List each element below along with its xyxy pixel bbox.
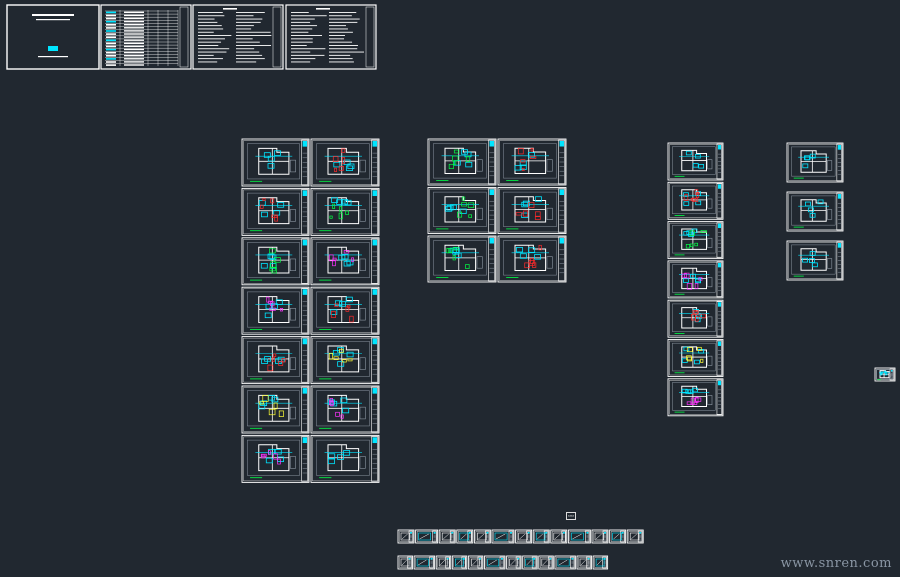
plan-sheet-c[interactable]: [667, 378, 724, 417]
plan-sheet-d[interactable]: [786, 142, 844, 183]
mini-sheet[interactable]: [874, 367, 896, 382]
detail-sheet-top[interactable]: [515, 529, 533, 544]
detail-sheet-top[interactable]: [491, 529, 515, 544]
plan-sheet-a[interactable]: [241, 385, 310, 434]
watermark-text: www.snren.com: [780, 556, 892, 571]
plan-sheet-c[interactable]: [667, 181, 724, 220]
plan-sheet-d[interactable]: [786, 240, 844, 281]
detail-sheet-bottom[interactable]: [467, 555, 484, 570]
plan-sheet-a[interactable]: [241, 187, 310, 236]
detail-sheet-top[interactable]: [550, 529, 568, 544]
plan-sheet-a[interactable]: [310, 237, 380, 286]
detail-sheet-bottom[interactable]: [554, 555, 576, 570]
plan-sheet-a[interactable]: [241, 434, 310, 483]
detail-sheet-bottom[interactable]: [576, 555, 592, 570]
plan-sheet-a[interactable]: [241, 336, 310, 385]
detail-sheet-bottom[interactable]: [522, 555, 538, 570]
plan-sheet-a[interactable]: [310, 138, 380, 187]
plan-sheet-b[interactable]: [497, 187, 567, 234]
plan-sheet-a[interactable]: [310, 187, 380, 236]
plan-sheet-c[interactable]: [667, 260, 724, 299]
detail-sheet-top[interactable]: [438, 529, 456, 544]
detail-sheet-bottom[interactable]: [506, 555, 522, 570]
detail-sheet-top[interactable]: [456, 529, 474, 544]
floating-view-label: ▭▭: [566, 512, 577, 520]
detail-sheet-top[interactable]: [567, 529, 591, 544]
plan-sheet-a[interactable]: [241, 237, 310, 286]
plan-sheet-a[interactable]: [310, 434, 380, 483]
detail-sheet-bottom[interactable]: [592, 555, 609, 570]
plan-sheet-c[interactable]: [667, 221, 724, 260]
detail-sheet-bottom[interactable]: [484, 555, 506, 570]
plan-sheet-b[interactable]: [427, 235, 497, 283]
plan-sheet-c[interactable]: [667, 299, 724, 338]
detail-sheet-bottom[interactable]: [451, 555, 468, 570]
plan-sheet-a[interactable]: [310, 336, 380, 385]
detail-sheet-top[interactable]: [626, 529, 644, 544]
design-notes-sheet-1[interactable]: [192, 4, 284, 70]
detail-sheet-bottom[interactable]: [435, 555, 452, 570]
plan-sheet-c[interactable]: [667, 339, 724, 377]
cover-sheet[interactable]: [6, 4, 100, 70]
detail-sheet-top[interactable]: [532, 529, 550, 544]
plan-sheet-a[interactable]: [241, 286, 310, 335]
detail-sheet-top[interactable]: [473, 529, 491, 544]
plan-sheet-b[interactable]: [427, 187, 497, 234]
plan-sheet-c[interactable]: [667, 142, 724, 181]
plan-sheet-a[interactable]: [310, 286, 380, 335]
detail-sheet-bottom[interactable]: [538, 555, 554, 570]
detail-sheet-top[interactable]: [609, 529, 627, 544]
detail-sheet-top[interactable]: [397, 529, 415, 544]
detail-sheet-bottom[interactable]: [413, 555, 436, 570]
plan-sheet-a[interactable]: [310, 385, 380, 434]
design-notes-sheet-2[interactable]: [285, 4, 377, 70]
plan-sheet-d[interactable]: [786, 191, 844, 232]
detail-sheet-bottom[interactable]: [397, 555, 413, 570]
detail-sheet-top[interactable]: [591, 529, 609, 544]
plan-sheet-b[interactable]: [427, 138, 497, 186]
plan-sheet-b[interactable]: [497, 235, 567, 283]
detail-sheet-top[interactable]: [415, 529, 439, 544]
drawing-index-sheet[interactable]: [100, 4, 192, 70]
plan-sheet-b[interactable]: [497, 138, 567, 186]
plan-sheet-a[interactable]: [241, 138, 310, 187]
